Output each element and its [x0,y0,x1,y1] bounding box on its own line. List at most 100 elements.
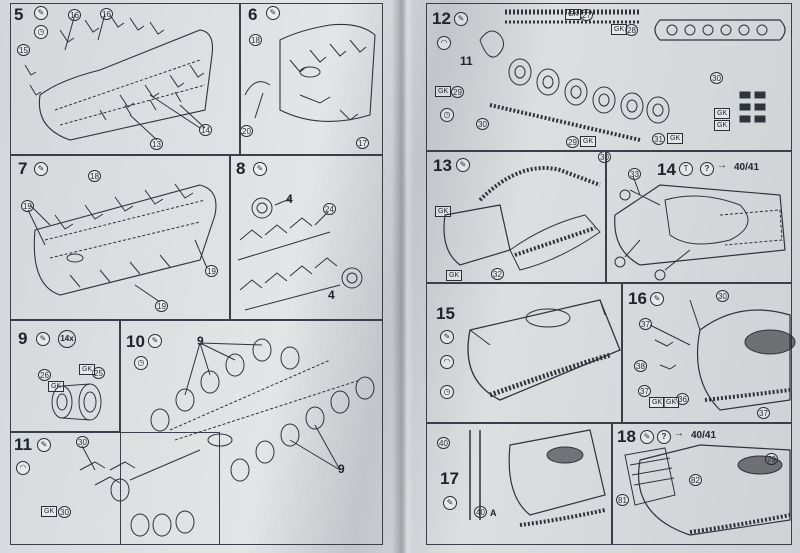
paint-code-tag: GK [41,506,58,517]
glue-icon: ✎ [443,496,457,510]
step-10-number: 10 [126,332,145,351]
step-17-panel [426,423,612,545]
part-callout: 30 [76,436,89,448]
part-callout: 19 [21,200,34,212]
paint-code-tag: GK [565,9,582,20]
page-fold [392,0,414,553]
multiplier-badge: 14x [58,330,76,348]
part-callout: 81 [616,494,629,506]
page-reference: 40/41 [734,162,760,173]
drying-clock-icon: ◷ [34,25,48,39]
part-callout: 29 [566,136,579,148]
paint-code-tag: GK [446,270,463,281]
drying-clock-icon: ◷ [440,108,454,122]
part-callout: 82 [689,474,702,486]
part-callout: 32 [491,268,504,280]
glue-icon: ✎ [34,162,48,176]
step-14-number: 14 [657,160,676,179]
part-callout: 26 [38,369,51,381]
paint-code-tag: GK [580,136,597,147]
part-callout: 19 [155,300,168,312]
sub-assembly-label: 4 [328,288,335,302]
paint-code-tag: GK [611,24,628,35]
step-12-panel [426,3,792,151]
part-callout: 37 [757,407,770,419]
paint-code-tag: GK [667,133,684,144]
paint-code-tag: GK [435,206,452,217]
glue-icon: ✎ [454,12,468,26]
glue-icon: ✎ [456,158,470,172]
part-callout: 30 [58,506,71,518]
sub-assembly-label: 11 [460,54,473,68]
part-callout: 30 [716,290,729,302]
part-callout: 30 [476,118,489,130]
step-6-panel [240,3,383,155]
sub-assembly-label: 4 [286,192,293,206]
glue-icon: ✎ [266,6,280,20]
glue-icon: ✎ [34,6,48,20]
part-callout: 37 [639,318,652,330]
part-callout: 37 [638,385,651,397]
paint-icon: T [679,162,693,176]
sub-assembly-label: A [490,508,497,518]
help-icon: ? [657,430,671,444]
drying-clock-icon: ◷ [440,385,454,399]
paint-code-tag: GK [435,86,452,97]
paint-code-tag: GK [79,364,96,375]
paint-code-tag: GK [714,120,731,131]
step-6-number: 6 [248,5,258,24]
glue-icon: ✎ [37,438,51,452]
step-17-number: 17 [440,469,459,488]
part-callout: 14 [199,124,212,136]
step-9-number: 9 [18,329,28,348]
part-callout: 36 [676,393,689,405]
step-7-panel [10,155,230,320]
part-callout: 40 [437,437,450,449]
part-callout: 31 [652,133,665,145]
step-5-panel [10,3,240,155]
glue-icon: ✎ [148,334,162,348]
paint-icon: ◠ [437,36,451,50]
page-reference: 40/41 [691,430,717,441]
step-15-number: 15 [436,304,455,323]
step-14-panel [606,151,792,283]
part-callout: 19 [205,265,218,277]
glue-icon: ✎ [650,292,664,306]
part-callout: 30 [710,72,723,84]
part-callout: 27 [580,9,593,21]
step-11-number: 11 [14,435,32,454]
step-8-number: 8 [236,159,246,178]
part-callout: 20 [240,125,253,137]
part-callout: 38 [634,360,647,372]
step-8-panel [230,155,383,320]
part-callout: 16 [100,8,113,20]
step-18-number: 18 [617,427,636,446]
glue-icon: ✎ [253,162,267,176]
part-callout: 79 [765,453,778,465]
part-callout: 29 [451,86,464,98]
step-15-panel [426,283,622,423]
step-12-number: 12 [432,9,451,28]
part-callout: 24 [323,203,336,215]
paint-code-tag: GK [663,397,680,408]
glue-icon: ✎ [440,330,454,344]
glue-icon: ✎ [640,430,654,444]
step-13-number: 13 [433,156,452,175]
help-icon: ? [700,162,714,176]
part-callout: 18 [249,34,262,46]
part-callout: 18 [88,170,101,182]
step-16-number: 16 [628,289,647,308]
part-callout: 28 [625,24,638,36]
step-7-number: 7 [18,159,28,178]
paint-icon: ◠ [16,461,30,475]
sub-assembly-label: 9 [197,334,204,348]
step-5-number: 5 [14,5,24,24]
part-callout: 15 [17,44,30,56]
glue-icon: ✎ [36,332,50,346]
step-11-panel [10,432,220,545]
part-callout: 16 [68,9,81,21]
part-callout: 13 [150,138,163,150]
sub-assembly-label: 9 [338,462,345,476]
part-callout: 25 [92,367,105,379]
paint-icon: ◠ [440,355,454,369]
